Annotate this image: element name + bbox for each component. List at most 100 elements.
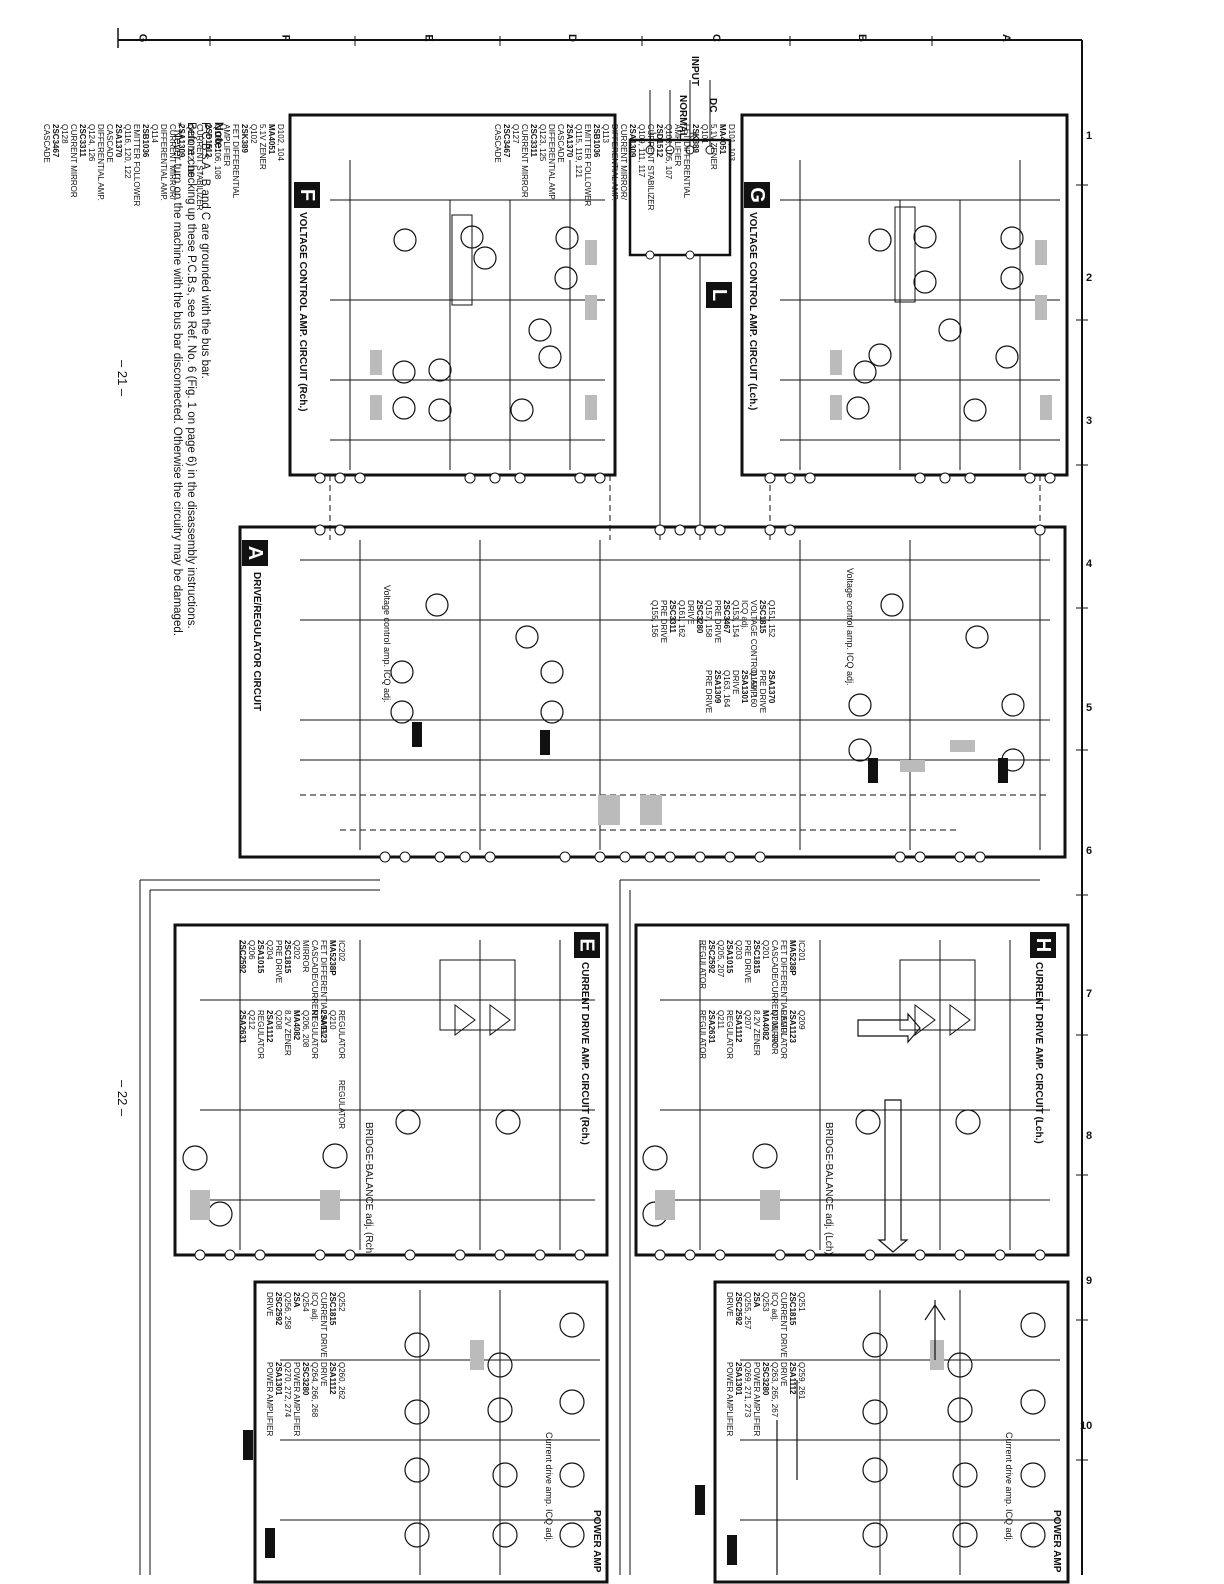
- grid-num-6: 6: [1086, 845, 1093, 857]
- parts-f-item: 2SK389: [240, 124, 249, 153]
- page-number-right: – 22 –: [115, 1080, 130, 1117]
- parts-g-item: CURRENT MIRROR/: [619, 124, 628, 200]
- parts-e-item: PRE DRIVE: [274, 940, 283, 984]
- parts-h-item: Q207: [743, 1010, 752, 1030]
- grid-letter-b: B: [855, 34, 868, 42]
- parts-f-item: CURRENT MIRROR: [69, 124, 78, 198]
- grid-num-8: 8: [1086, 1130, 1093, 1142]
- parts-g-item: 2SC3311: [529, 124, 538, 157]
- parts-f-item: Q124, 126: [87, 124, 96, 162]
- parts-g-item: 2SC3467: [502, 124, 511, 158]
- parts-h-item: REGULATOR: [725, 1010, 734, 1060]
- grid-num-4: 4: [1086, 558, 1093, 570]
- parts-g-item: Q123, 125: [538, 124, 547, 162]
- parts-a-item: DRIVE: [731, 670, 740, 695]
- section-title-a: DRIVE/REGULATOR CIRCUIT: [251, 572, 262, 712]
- parts-f-item: D102, 104: [276, 124, 285, 161]
- parts-pa-r-item: Q260, 262: [337, 1362, 346, 1400]
- parts-e-item: 2SA1112: [265, 1010, 274, 1043]
- parts-a-item: Q153, 154: [731, 600, 740, 638]
- parts-e-item: CASCADE/CURRENT: [310, 940, 319, 1021]
- parts-a-item: Q151, 152: [767, 600, 776, 638]
- parts-pa-l-item: Q263, 265, 267: [770, 1362, 779, 1418]
- parts-h-item: MA4082: [761, 1010, 770, 1041]
- parts-h-item: Q205, 207: [770, 1010, 779, 1048]
- section-tag-l: L: [706, 282, 732, 308]
- parts-h-item: 2SA2631: [707, 1010, 716, 1044]
- parts-g-item: 2SB1036: [592, 124, 601, 158]
- parts-a-item: Q159, 160: [749, 670, 758, 708]
- parts-e-item: IC202: [337, 940, 346, 962]
- parts-f-item: 2SA1370: [114, 124, 123, 158]
- parts-h-item: REGULATOR: [698, 1010, 707, 1060]
- parts-g-item: DIFFERENTIAL AMP.: [547, 124, 556, 201]
- grid-num-3: 3: [1086, 415, 1093, 427]
- parts-h-item: Q205, 207: [716, 940, 725, 978]
- bridge-label-h: BRIDGE-BALANCE adj. (Lch): [823, 1122, 834, 1255]
- parts-pa-r-item: Q264, 266, 268: [310, 1362, 319, 1418]
- parts-f-item: CASCADE: [105, 124, 114, 163]
- parts-e-item: Q208: [274, 1010, 283, 1030]
- note-line-3: * Never turn on the machine with the bus…: [171, 122, 183, 636]
- parts-pa-r-item: ICQ adj.: [310, 1292, 319, 1322]
- parts-h-item: IC201: [797, 940, 806, 962]
- parts-e-item: 2SA2631: [238, 1010, 247, 1044]
- section-tag-g: G: [744, 182, 770, 208]
- parts-pa-r-item: POWER AMPLIFIER: [292, 1362, 301, 1437]
- parts-g-item: D101, 103: [727, 124, 736, 161]
- adj-label-a-l: Voltage control amp. ICQ adj.: [845, 568, 855, 686]
- parts-g-item: Q127: [511, 124, 520, 144]
- parts-pa-l-item: 2SA1301: [734, 1362, 743, 1396]
- parts-h-item: 2SA1123: [788, 1010, 797, 1043]
- parts-f-item: DIFFERENTIAL AMP.: [96, 124, 105, 201]
- section-title-h: CURRENT DRIVE AMP. CIRCUIT (Lch.): [1033, 962, 1044, 1144]
- parts-pa-l-item: POWER AMPLIFIER: [752, 1362, 761, 1437]
- parts-pa-r-item: CURRENT DRIVE: [319, 1292, 328, 1358]
- grid-num-5: 5: [1086, 702, 1093, 714]
- parts-pa-l-item: 2SC2592: [734, 1292, 743, 1326]
- parts-pa-r-item: 2SC2592: [274, 1292, 283, 1326]
- parts-g-item: CURRENT MIRROR: [520, 124, 529, 198]
- parts-e-item: 2SA1015: [256, 940, 265, 974]
- parts-pa-r-item: 2SA1112: [328, 1362, 337, 1395]
- parts-h-item: 8.2V ZENER: [752, 1010, 761, 1056]
- parts-pa-l-item: DRIVE: [725, 1292, 734, 1317]
- parts-f-item: Q102: [249, 124, 258, 144]
- grid-letter-e: E: [422, 34, 435, 42]
- parts-g-item: 2SD1512: [655, 124, 664, 158]
- parts-h-item: MA5238P: [788, 940, 797, 976]
- parts-e-item: Q206, 208: [301, 1010, 310, 1048]
- parts-h-item: REGULATOR: [698, 940, 707, 990]
- section-title-pa-l: POWER AMP: [1051, 1510, 1062, 1573]
- parts-e-item: REGULATOR: [310, 1010, 319, 1060]
- parts-pa-l-item: Q259, 261: [797, 1362, 806, 1400]
- parts-pa-r-item: Q270, 272, 274: [283, 1362, 292, 1418]
- parts-a-item: Q161, 162: [677, 600, 686, 638]
- section-tag-a: A: [242, 540, 268, 566]
- parts-e-item: Q202: [292, 940, 301, 960]
- parts-g-item: CURRENT STABILIZER: [646, 124, 655, 211]
- parts-h-item: Q209: [797, 1010, 806, 1030]
- parts-f-item: 2SC3311: [78, 124, 87, 157]
- parts-a-item: PRE DRIVE: [758, 670, 767, 714]
- grid-letter-c: C: [709, 34, 722, 42]
- parts-h-item: 2SC2592: [707, 940, 716, 974]
- parts-e-item: Q210: [328, 1010, 337, 1030]
- section-title-f: VOLTAGE CONTROL AMP. CIRCUIT (Rch.): [297, 212, 308, 412]
- section-title-pa-r: POWER AMP: [591, 1510, 602, 1573]
- parts-a-item: ICQ adj.: [740, 600, 749, 630]
- parts-g-item: CASCADE: [556, 124, 565, 163]
- parts-f-item: Q116, 120, 122: [123, 124, 132, 179]
- parts-f-item: MA4051: [267, 124, 276, 155]
- parts-g-item: MA4051: [718, 124, 727, 155]
- section-title-e: CURRENT DRIVE AMP. CIRCUIT (Rch.): [579, 962, 590, 1145]
- section-tag-f: F: [294, 182, 320, 208]
- parts-a-item: 2SC3280: [695, 600, 704, 634]
- parts-h-item: 2SC1815: [752, 940, 761, 974]
- parts-a-item: 2SC1815: [758, 600, 767, 634]
- parts-a-item: PRE DRIVE: [659, 600, 668, 644]
- parts-e-item: MA4082: [292, 1010, 301, 1041]
- parts-pa-l-item: Q255, 257: [743, 1292, 752, 1330]
- parts-e-item: Q204: [265, 940, 274, 960]
